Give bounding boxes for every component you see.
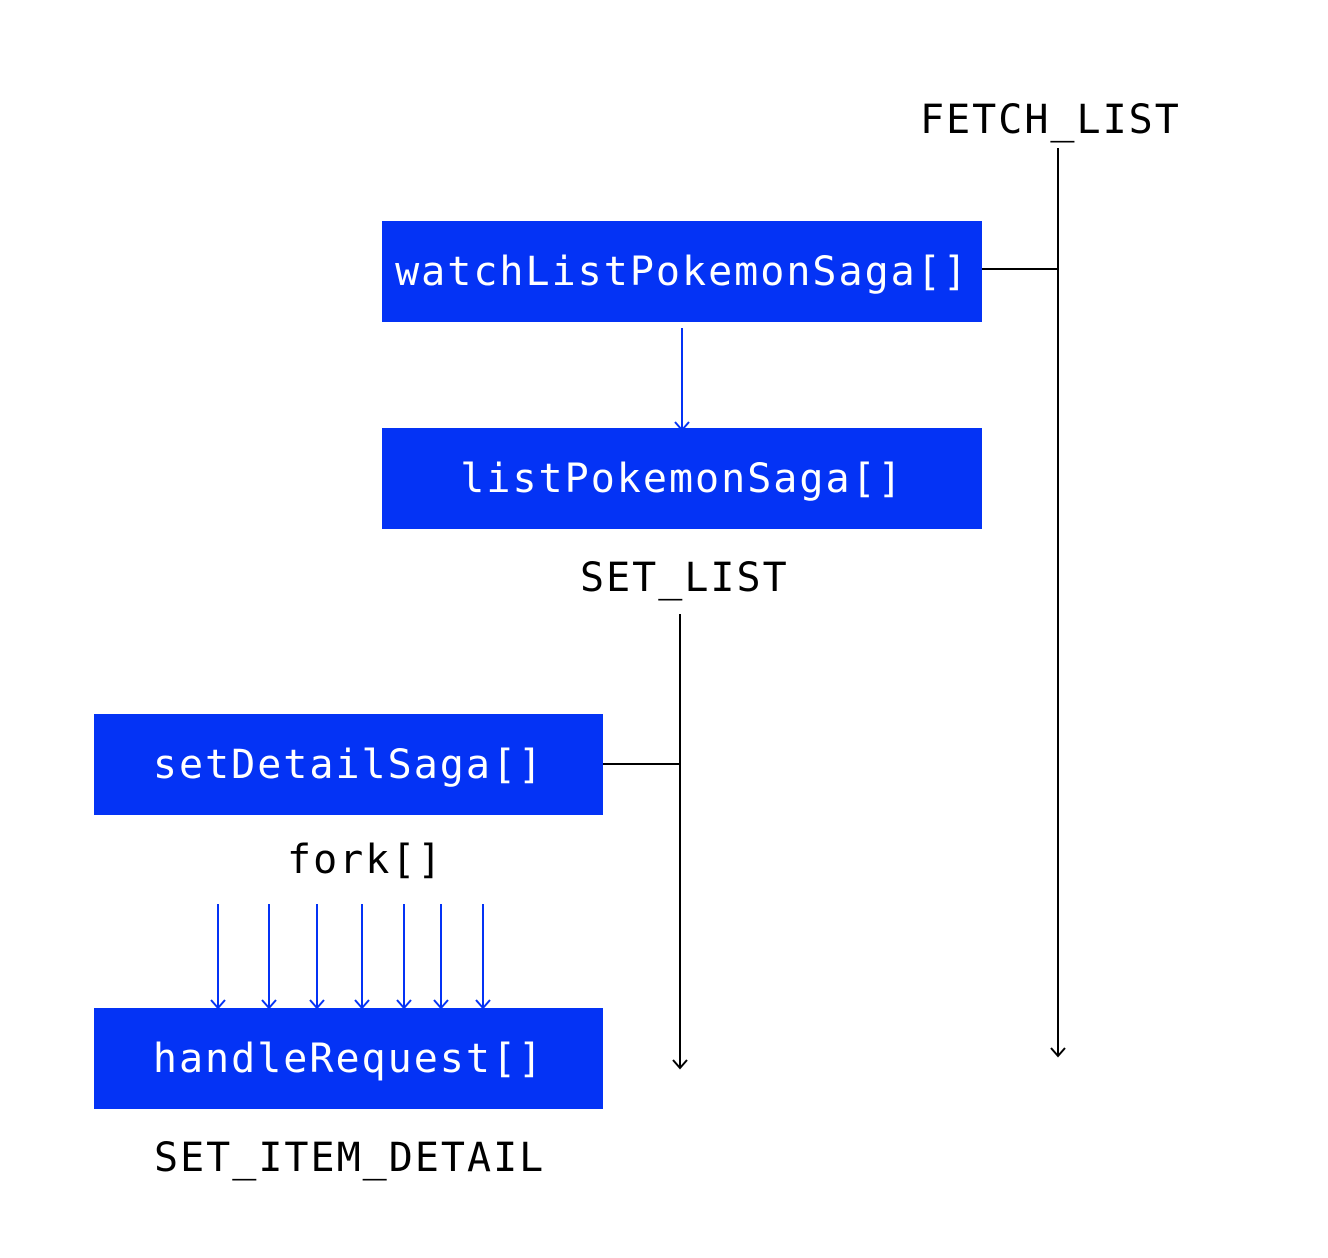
set-list-arrowhead [672, 1059, 688, 1070]
fork-effect-label: fork[] [287, 837, 444, 883]
list-pokemon-saga-box: listPokemonSaga[] [382, 428, 982, 529]
set-detail-saga-label: setDetailSaga[] [152, 741, 545, 788]
set-list-action-label: SET_LIST [580, 555, 789, 601]
watch-list-pokemon-saga-box: watchListPokemonSaga[] [382, 221, 982, 322]
fetch-list-arrowhead [1050, 1047, 1066, 1058]
handle-request-box: handleRequest[] [94, 1008, 603, 1109]
fetch-list-action-label: FETCH_LIST [920, 97, 1181, 143]
list-pokemon-saga-label: listPokemonSaga[] [460, 455, 904, 502]
set-item-detail-action-label: SET_ITEM_DETAIL [154, 1135, 546, 1181]
handle-request-label: handleRequest[] [152, 1035, 545, 1082]
set-detail-saga-box: setDetailSaga[] [94, 714, 603, 815]
watch-list-pokemon-saga-label: watchListPokemonSaga[] [395, 248, 969, 295]
